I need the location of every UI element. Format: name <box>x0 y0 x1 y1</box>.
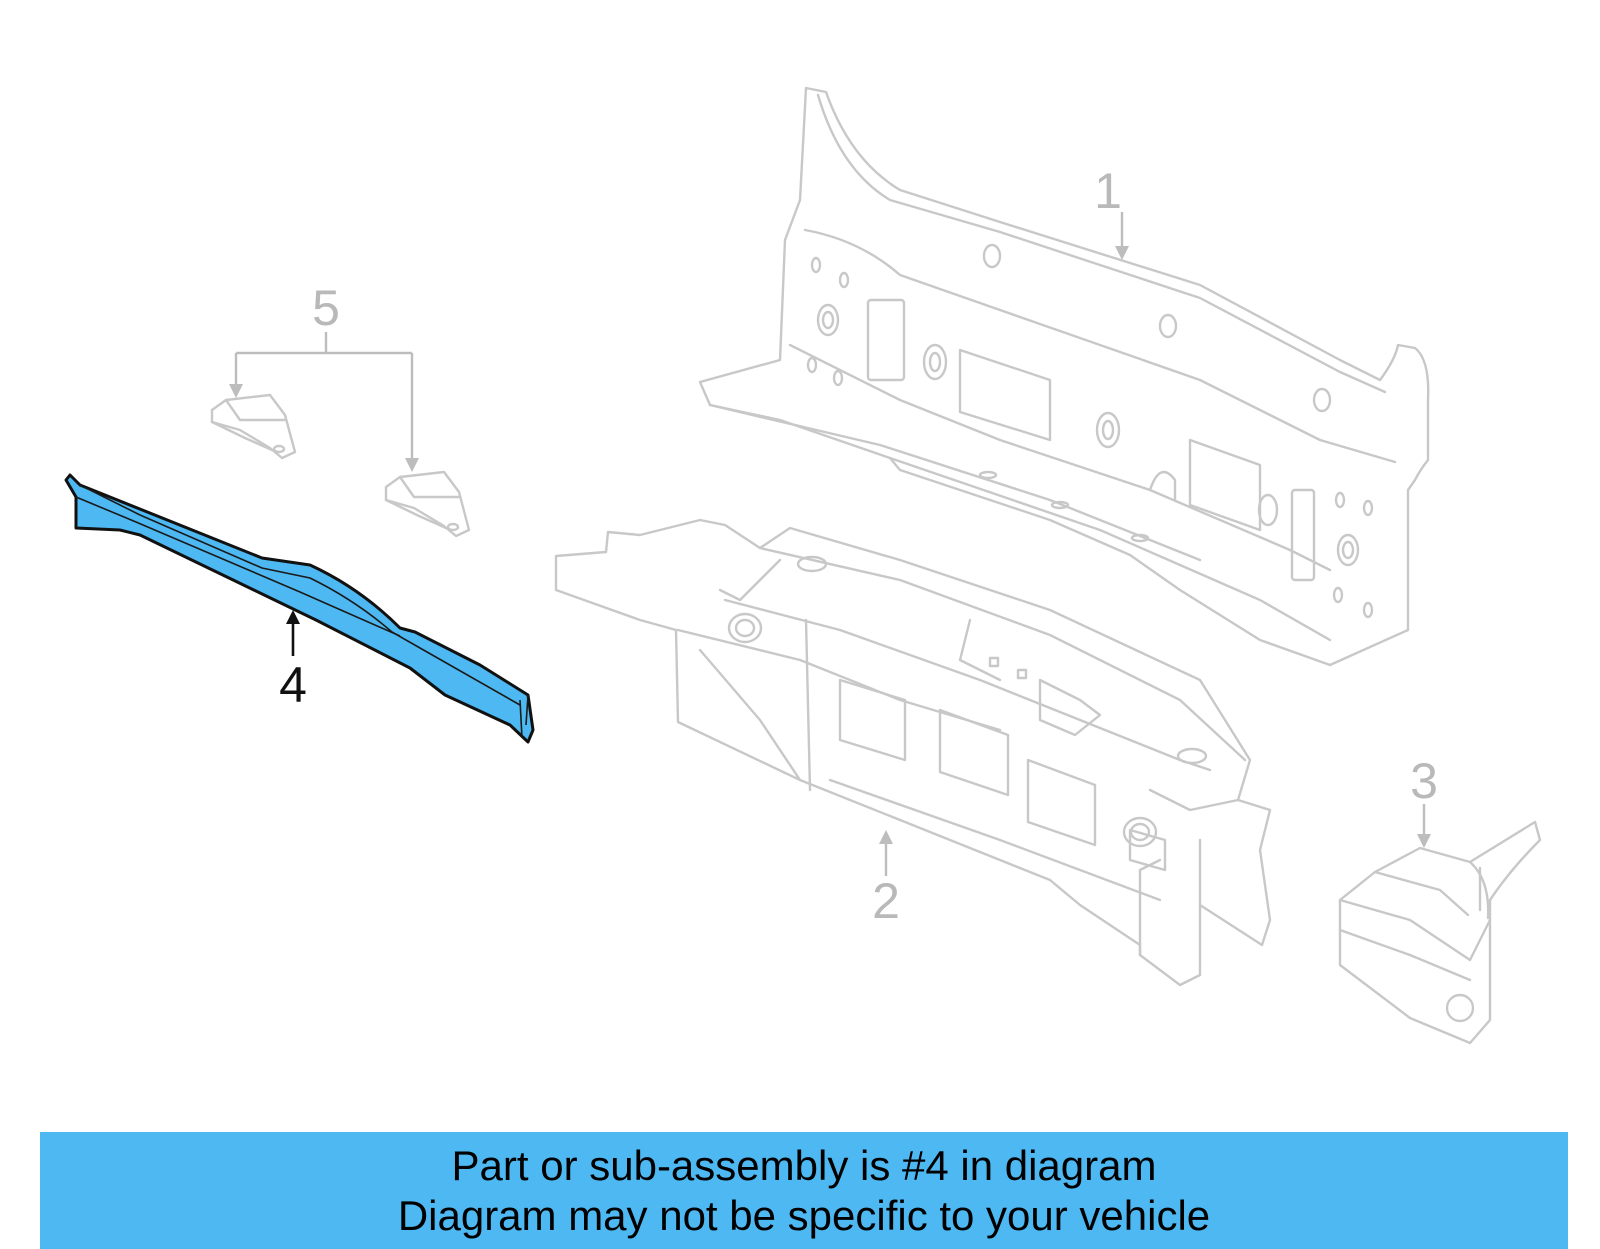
callout-4-label: 4 <box>279 657 307 713</box>
callout-5: 5 <box>229 280 419 472</box>
callout-3: 3 <box>1410 753 1438 848</box>
callout-2: 2 <box>872 830 900 929</box>
part-5-bracket-a <box>210 393 297 460</box>
part-1-upper-panel <box>698 86 1430 667</box>
part-3-corner-bracket <box>1338 820 1542 1045</box>
part-2-lower-panel <box>554 518 1272 987</box>
part-5-bracket-b <box>384 470 471 538</box>
callout-1-label: 1 <box>1094 163 1122 219</box>
callout-3-label: 3 <box>1410 753 1438 809</box>
callout-5-label: 5 <box>312 280 340 336</box>
parts-diagram: 1 2 <box>64 86 1542 1045</box>
info-banner: Part or sub-assembly is #4 in diagram Di… <box>40 1132 1568 1249</box>
callout-2-label: 2 <box>872 873 900 929</box>
part-4-highlighted-reinforcement <box>64 473 535 744</box>
callout-1: 1 <box>1094 163 1129 260</box>
callout-4: 4 <box>279 610 307 713</box>
banner-line-part-number: Part or sub-assembly is #4 in diagram <box>451 1141 1157 1189</box>
banner-line-disclaimer: Diagram may not be specific to your vehi… <box>397 1191 1211 1239</box>
